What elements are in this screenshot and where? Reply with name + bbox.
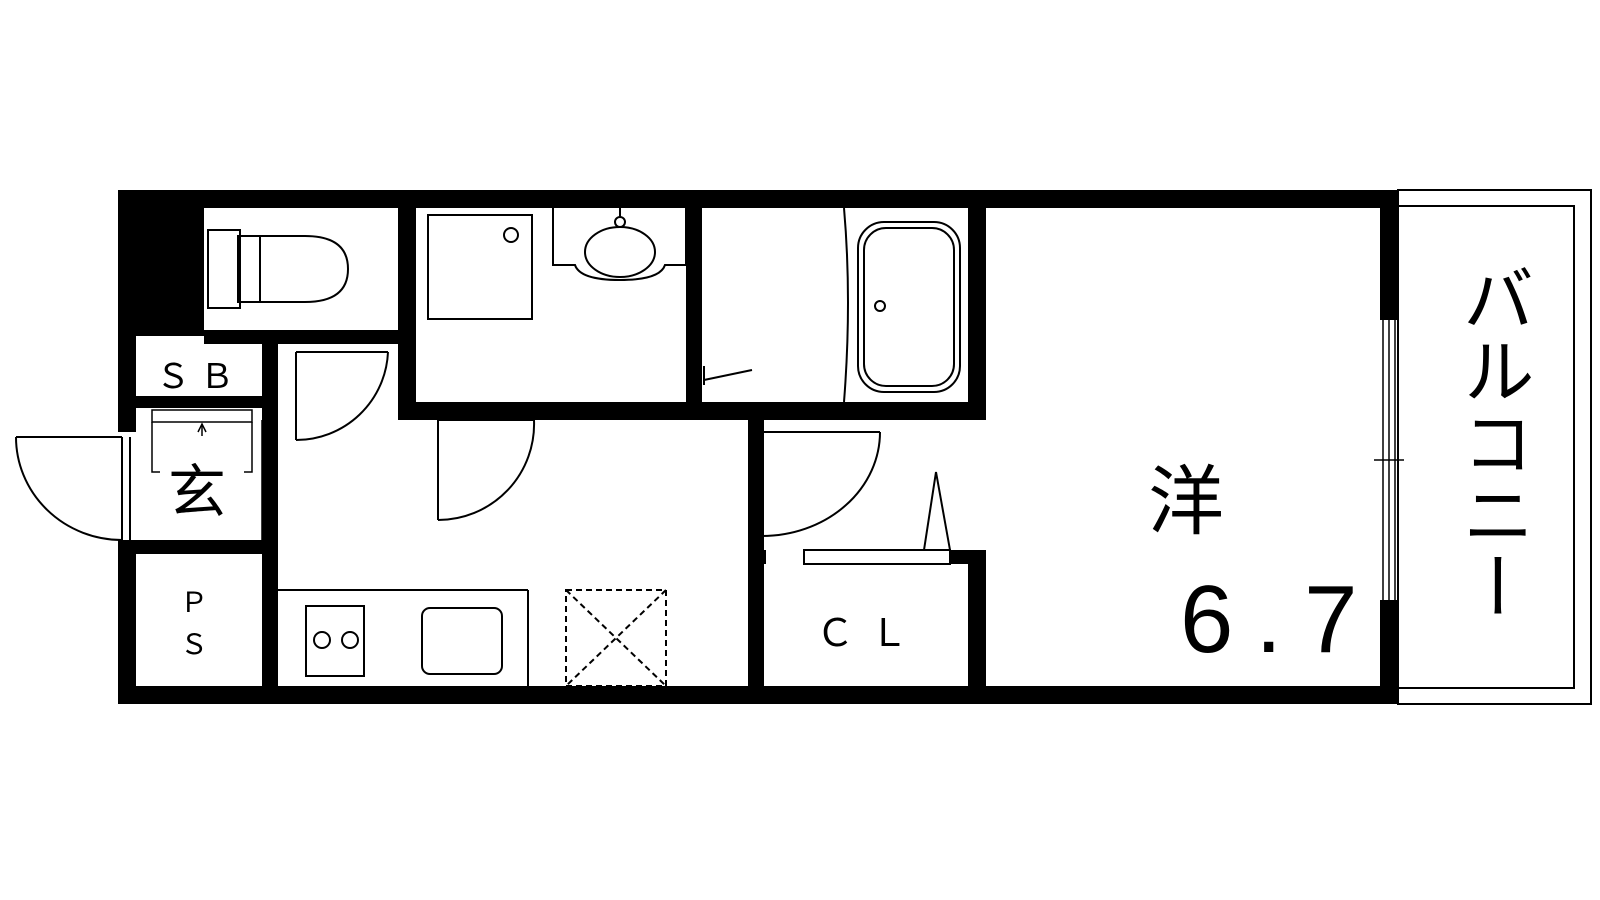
- kitchen-counter: [278, 589, 529, 686]
- western-room-label: 洋: [1148, 457, 1224, 546]
- entrance-label: 玄: [168, 458, 226, 526]
- pipe-space-label-p: Ｐ: [180, 587, 208, 618]
- toilet-fixture: [207, 229, 350, 309]
- doors: [15, 294, 951, 565]
- balcony-window: [1374, 320, 1404, 600]
- wash-basin: [552, 208, 687, 282]
- entrance-step: [151, 409, 263, 540]
- bathtub: [843, 207, 961, 403]
- washing-machine: [427, 214, 533, 320]
- shoe-box-label: ＳＢ: [156, 358, 244, 396]
- pipe-space-label-s: Ｓ: [180, 629, 208, 660]
- balcony: [1397, 189, 1592, 705]
- western-room-size: 6.7: [1180, 566, 1379, 673]
- interior-walls: [118, 208, 1398, 704]
- refrigerator-space: [565, 589, 667, 687]
- closet-label: ＣＬ: [816, 613, 924, 655]
- balcony-label: バルコニー: [1450, 262, 1534, 622]
